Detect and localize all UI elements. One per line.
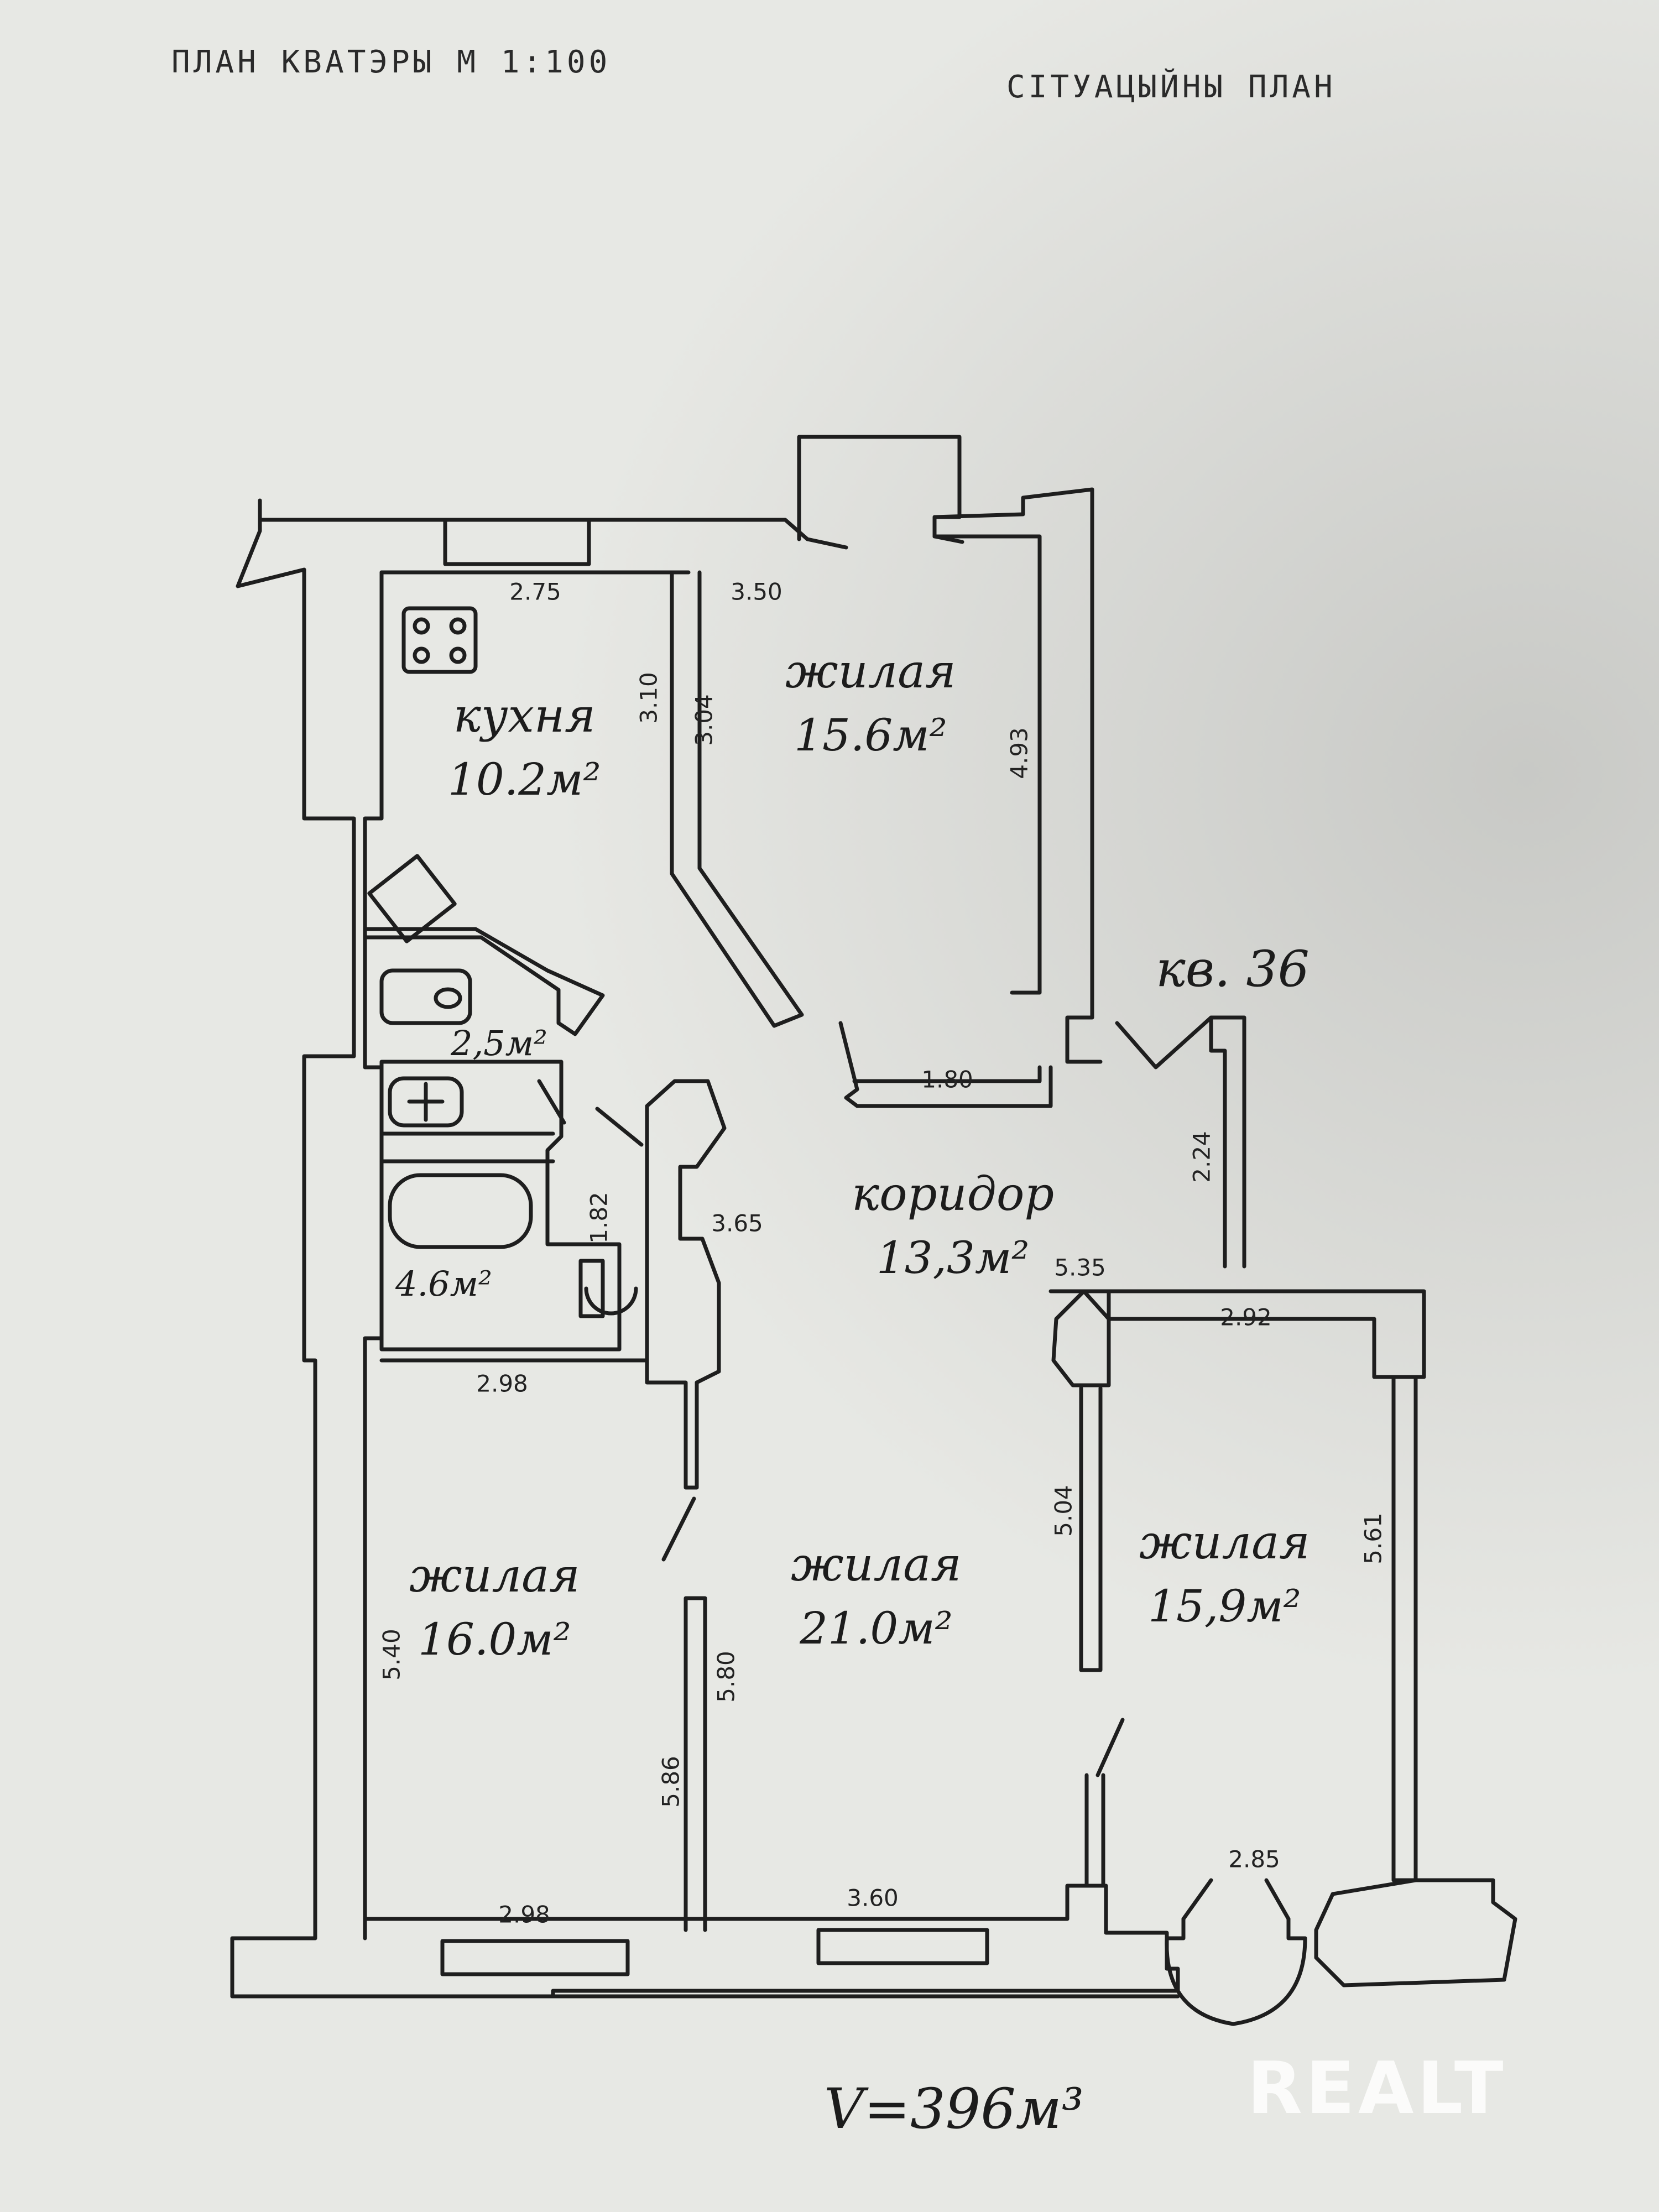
dim-5-80: 5.80 xyxy=(712,1651,740,1703)
bay-wall xyxy=(838,1021,1053,1108)
dim-5-40: 5.40 xyxy=(378,1629,405,1681)
dim-5-61: 5.61 xyxy=(1359,1512,1387,1564)
partition-left-middle xyxy=(684,1596,707,1932)
dim-3-65: 3.65 xyxy=(711,1209,763,1237)
bathtub-icon xyxy=(388,1173,533,1249)
balcony-top xyxy=(797,435,964,544)
toilet-bowl-icon xyxy=(434,987,462,1009)
partition-kitchen-living xyxy=(670,570,804,1028)
stove-icon xyxy=(401,606,478,674)
room-living-right-name: жилая xyxy=(1139,1515,1310,1569)
dim-2-75: 2.75 xyxy=(509,578,561,606)
room-living-left: жилая 16.0м² xyxy=(409,1548,580,1665)
toilet-icon xyxy=(379,968,472,1025)
right-balcony xyxy=(1314,1878,1517,1987)
apartment-door-leaf xyxy=(1209,1015,1227,1269)
room-kitchen-name: кухня xyxy=(453,688,596,743)
room-living-middle-area: 21.0м² xyxy=(800,1603,953,1654)
dim-3-50: 3.50 xyxy=(731,578,782,606)
room-living-right: жилая 15,9м² xyxy=(1139,1515,1310,1632)
volume-label: V=396м³ xyxy=(824,2077,1084,2141)
dim-2-98-bottom: 2.98 xyxy=(498,1901,550,1928)
right-room-pillar xyxy=(1051,1289,1111,1387)
dim-3-04: 3.04 xyxy=(690,694,718,746)
outer-wall-top xyxy=(258,518,848,550)
window-bottom-left xyxy=(440,1939,630,1976)
dim-2-24: 2.24 xyxy=(1188,1131,1215,1183)
sink-icon xyxy=(388,1076,464,1128)
bottom-balcony xyxy=(1165,1936,1307,2026)
dim-1-80: 1.80 xyxy=(921,1066,973,1093)
closet-icon xyxy=(578,1259,605,1318)
dim-2-92: 2.92 xyxy=(1220,1303,1272,1331)
dim-5-86: 5.86 xyxy=(657,1756,685,1808)
dim-3-10: 3.10 xyxy=(635,672,662,724)
room-living-middle: жилая 21.0м² xyxy=(791,1537,962,1654)
outer-wall-left-inner xyxy=(363,570,384,1940)
plan-title: ПЛАН КВАТЭРЫ М 1:100 xyxy=(171,44,611,80)
bath-block-outer xyxy=(379,1060,622,1352)
room-living-top-area: 15.6м² xyxy=(794,709,947,761)
right-outer-wall xyxy=(1391,1375,1418,1882)
partition-middle-right-lower xyxy=(1084,1773,1105,1888)
room-corridor-area: 13,3м² xyxy=(876,1232,1030,1284)
door-right-living xyxy=(1095,1718,1125,1777)
room-living-top-name: жилая xyxy=(785,644,956,698)
kitchen-window xyxy=(443,518,591,566)
room-corridor-name: коридор xyxy=(852,1167,1055,1221)
ventilation-icon xyxy=(367,854,457,943)
dim-3-60: 3.60 xyxy=(847,1884,899,1912)
bottom-balcony-inner xyxy=(1165,1917,1307,1940)
top-right-wall xyxy=(932,534,1042,995)
dim-2-85: 2.85 xyxy=(1228,1845,1280,1873)
partition-middle-right xyxy=(1079,1386,1103,1672)
room-bath-upper-area: 2,5м² xyxy=(451,1023,547,1063)
room-kitchen-area: 10.2м² xyxy=(448,754,601,805)
room-living-right-area: 15,9м² xyxy=(1148,1580,1301,1632)
kitchen-bath-wall xyxy=(363,927,605,1036)
dim-4-93: 4.93 xyxy=(1005,727,1033,779)
realt-watermark: REALT xyxy=(1247,2046,1573,2130)
bath-door-leaf xyxy=(537,1079,644,1147)
situation-plan-title: СІТУАЦЫЙНЫ ПЛАН xyxy=(1006,69,1336,105)
watermark-text: REALT xyxy=(1247,2046,1507,2130)
room-kitchen: кухня 10.2м² xyxy=(448,688,601,805)
door-left-living xyxy=(661,1496,696,1562)
room-bath-lower-area: 4.6м² xyxy=(395,1264,492,1304)
outer-wall-left xyxy=(230,498,356,1940)
corridor-column xyxy=(645,1079,727,1490)
room-corridor: коридор 13,3м² xyxy=(852,1167,1054,1284)
apartment-label: кв. 36 xyxy=(1156,940,1310,998)
dim-1-82: 1.82 xyxy=(585,1192,613,1244)
bottom-balcony-doors xyxy=(1181,1878,1291,1921)
room-living-top: жилая 15.6м² xyxy=(785,644,956,761)
top-right-wall-outer xyxy=(932,487,1103,1064)
room-living-left-area: 16.0м² xyxy=(418,1614,571,1665)
dim-5-35: 5.35 xyxy=(1054,1254,1106,1281)
window-bottom-middle xyxy=(816,1928,989,1965)
dim-2-98-top: 2.98 xyxy=(476,1370,528,1397)
room-living-left-name: жилая xyxy=(409,1548,580,1603)
bay-wall-inner xyxy=(852,1065,1042,1083)
dim-5-04: 5.04 xyxy=(1050,1485,1077,1537)
basin-icon xyxy=(584,1286,638,1316)
room-living-middle-name: жилая xyxy=(791,1537,962,1592)
